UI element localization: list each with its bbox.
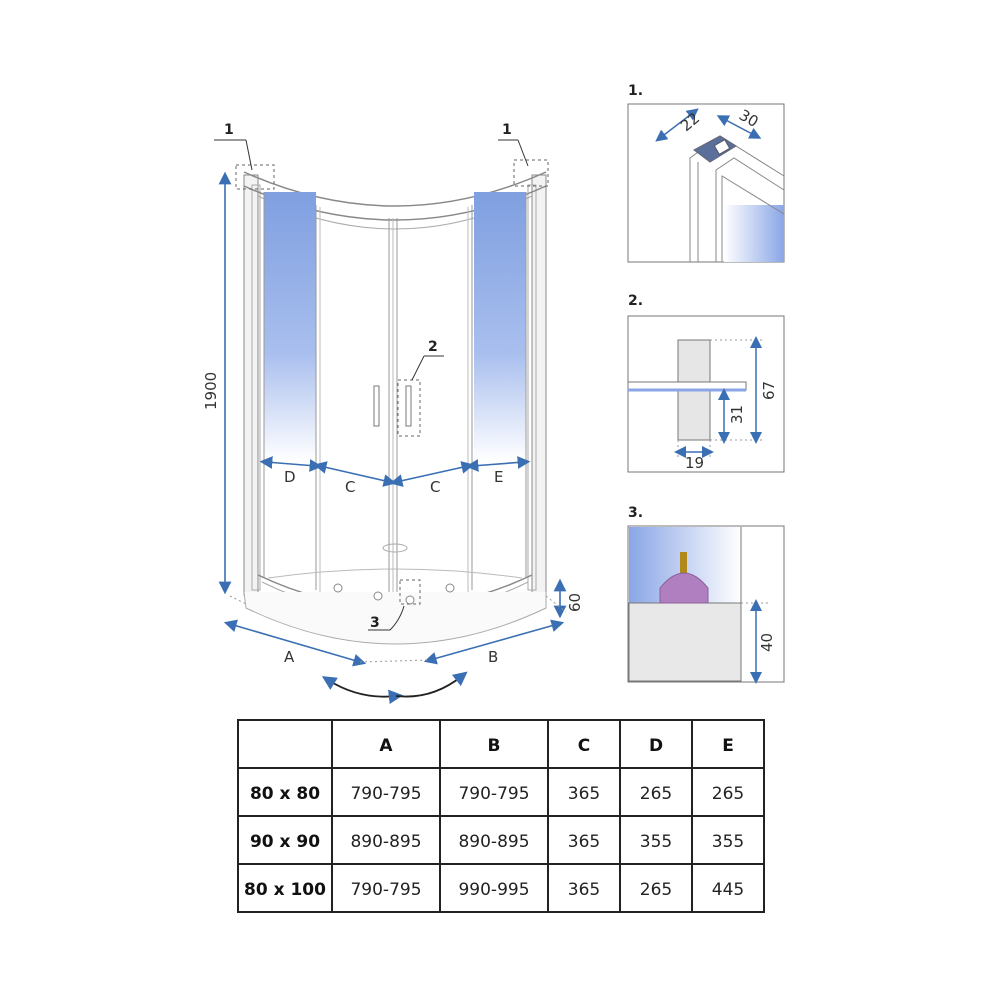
- detail-3-roller: 40: [627, 525, 785, 684]
- detail-3-title: 3.: [628, 505, 643, 521]
- callout-1-right: 1: [502, 122, 512, 138]
- table-cell: 790-795: [350, 784, 421, 804]
- table-cell: 365: [568, 784, 600, 804]
- dimension-e-label: E: [494, 468, 503, 486]
- guide-lines: [229, 595, 567, 663]
- height-dimension-label: 1900: [202, 372, 220, 410]
- dimension-b-label: B: [488, 648, 498, 666]
- table-cell: 445: [712, 880, 744, 900]
- tray-dimension-label: 60: [566, 593, 584, 612]
- detail-3-dim-height: 40: [758, 633, 776, 652]
- table-header-c: C: [578, 736, 590, 756]
- table-row: 90 x 90 890-895 890-895 365 355 355: [250, 832, 744, 852]
- dimension-lines: [218, 171, 567, 667]
- detail-1-frame: 22 30: [627, 103, 785, 263]
- table-cell: 265: [640, 784, 672, 804]
- table-cell: 790-795: [350, 880, 421, 900]
- detail-1-title: 1.: [628, 83, 643, 99]
- table-cell: 265: [640, 880, 672, 900]
- table-header-d: D: [649, 736, 663, 756]
- detail-2-dim-width: 19: [685, 454, 704, 472]
- table-cell: 355: [640, 832, 672, 852]
- dimension-c-left-label: C: [345, 478, 355, 496]
- table-header-b: B: [488, 736, 501, 756]
- table-cell: 355: [712, 832, 744, 852]
- table-row: 80 x 80 790-795 790-795 365 265 265: [250, 784, 744, 804]
- table-row: 80 x 100 790-795 990-995 365 265 445: [244, 880, 744, 900]
- callout-1-left: 1: [224, 122, 234, 138]
- size-table: A B C D E 80 x 80 790-795 790-795 365 26…: [237, 719, 765, 913]
- table-cell: 365: [568, 880, 600, 900]
- table-cell: 790-795: [458, 784, 529, 804]
- table-header-e: E: [722, 736, 734, 756]
- detail-2-title: 2.: [628, 293, 643, 309]
- dimension-c-right-label: C: [430, 478, 440, 496]
- detail-2-handle: 67 31 19: [627, 315, 785, 473]
- table-cell: 890-895: [350, 832, 421, 852]
- table-header-row: A B C D E: [379, 736, 733, 756]
- callout-2: 2: [428, 339, 438, 355]
- dimension-d-label: D: [284, 468, 296, 486]
- table-row-size: 80 x 80: [250, 784, 320, 804]
- table-cell: 890-895: [458, 832, 529, 852]
- callout-leaders: [214, 139, 529, 631]
- enclosure-drawing: [235, 159, 549, 645]
- door-swing-arrows: [321, 671, 468, 704]
- table-cell: 990-995: [458, 880, 529, 900]
- table-cell: 265: [712, 784, 744, 804]
- table-row-size: 80 x 100: [244, 880, 326, 900]
- detail-2-dim-height: 67: [760, 381, 778, 400]
- detail-2-dim-inner: 31: [728, 405, 746, 424]
- table-row-size: 90 x 90: [250, 832, 320, 852]
- table-header-a: A: [379, 736, 393, 756]
- table-cell: 365: [568, 832, 600, 852]
- dimension-a-label: A: [284, 648, 295, 666]
- callout-3: 3: [370, 615, 380, 631]
